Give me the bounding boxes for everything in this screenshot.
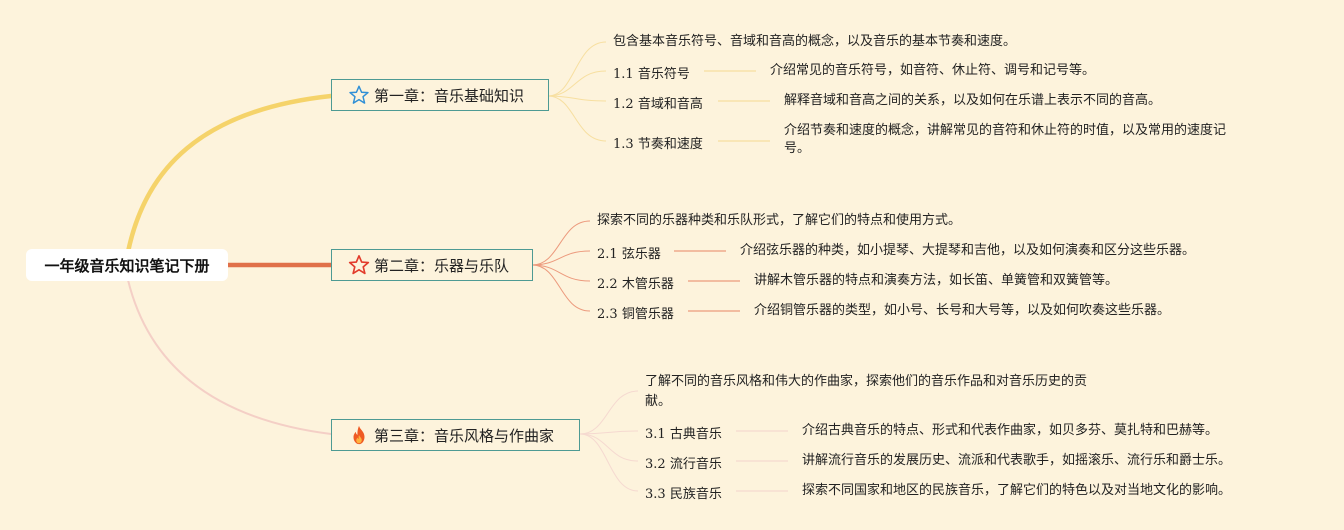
star-outline-icon bbox=[348, 254, 370, 276]
section-title: 节奏和速度 bbox=[637, 137, 703, 152]
desc-line: 介绍节奏和速度的概念，讲解常见的音符和休止符的时值，以及常用的速度记 bbox=[784, 123, 1227, 138]
section-3-2[interactable]: 3.2 流行音乐 bbox=[645, 453, 722, 472]
star-outline-icon bbox=[348, 84, 370, 106]
section-2-2[interactable]: 2.2 木管乐器 bbox=[597, 273, 674, 292]
section-2-1-desc: 介绍弦乐器的种类，如小提琴、大提琴和吉他，以及如何演奏和区分这些乐器。 bbox=[740, 243, 1196, 258]
link-ch1-summary bbox=[547, 41, 607, 97]
section-title: 古典音乐 bbox=[669, 427, 722, 442]
link-ch3-sec-1 bbox=[579, 430, 639, 435]
link-ch1-sec-2 bbox=[547, 95, 607, 102]
link-ch1-sec-1 bbox=[547, 70, 607, 97]
summary-line: 了解不同的音乐风格和伟大的作曲家，探索他们的音乐作品和对音乐历史的贡 bbox=[645, 374, 1088, 389]
section-1-1-desc: 介绍常见的音乐符号，如音符、休止符、调号和记号等。 bbox=[770, 63, 1096, 78]
section-1-3-desc: 介绍节奏和速度的概念，讲解常见的音符和休止符的时值，以及常用的速度记 号。 bbox=[784, 122, 1226, 158]
section-3-3[interactable]: 3.3 民族音乐 bbox=[645, 483, 722, 502]
section-number: 1.3 bbox=[613, 137, 634, 152]
section-2-3-desc: 介绍铜管乐器的类型，如小号、长号和大号等，以及如何吹奏这些乐器。 bbox=[754, 303, 1171, 318]
link-ch3-sec-2 bbox=[579, 433, 639, 462]
summary-line: 献。 bbox=[645, 394, 672, 409]
section-number: 2.3 bbox=[597, 307, 618, 322]
section-3-3-desc: 探索不同国家和地区的民族音乐，了解它们的特色以及对当地文化的影响。 bbox=[802, 483, 1232, 498]
chapter-2-title: 第二章：乐器与乐队 bbox=[374, 256, 510, 275]
section-title: 弦乐器 bbox=[621, 247, 661, 262]
section-title: 民族音乐 bbox=[669, 487, 722, 502]
chapter-2-node[interactable]: 第二章：乐器与乐队 bbox=[331, 249, 533, 281]
section-title: 木管乐器 bbox=[621, 277, 674, 292]
section-number: 3.2 bbox=[645, 457, 666, 472]
section-number: 1.1 bbox=[613, 67, 634, 82]
section-number: 2.1 bbox=[597, 247, 618, 262]
section-title: 音乐符号 bbox=[637, 67, 690, 82]
section-3-2-desc: 讲解流行音乐的发展历史、流派和代表歌手，如摇滚乐、流行乐和爵士乐。 bbox=[802, 453, 1232, 468]
link-ch3-sec-3 bbox=[579, 433, 639, 492]
chapter-2-summary: 探索不同的乐器种类和乐队形式，了解它们的特点和使用方式。 bbox=[597, 213, 962, 228]
link-ch2-summary bbox=[531, 220, 591, 266]
link-ch2-sec-1 bbox=[531, 250, 591, 266]
section-1-2-desc: 解释音域和音高之间的关系，以及如何在乐谱上表示不同的音高。 bbox=[784, 93, 1162, 108]
link-ch2-sec-2 bbox=[531, 264, 591, 282]
section-2-1[interactable]: 2.1 弦乐器 bbox=[597, 243, 661, 262]
link-ch1-sec-3 bbox=[547, 95, 607, 142]
link-ch3-summary bbox=[579, 390, 639, 435]
root-node[interactable]: 一年级音乐知识笔记下册 bbox=[26, 249, 228, 281]
section-title: 铜管乐器 bbox=[621, 307, 674, 322]
chapter-3-summary: 了解不同的音乐风格和伟大的作曲家，探索他们的音乐作品和对音乐历史的贡 献。 bbox=[645, 372, 1087, 412]
section-number: 2.2 bbox=[597, 277, 618, 292]
chapter-1-summary: 包含基本音乐符号、音域和音高的概念，以及音乐的基本节奏和速度。 bbox=[613, 34, 1017, 49]
section-number: 3.1 bbox=[645, 427, 666, 442]
section-1-1[interactable]: 1.1 音乐符号 bbox=[613, 63, 690, 82]
section-number: 3.3 bbox=[645, 487, 666, 502]
section-title: 流行音乐 bbox=[669, 457, 722, 472]
chapter-3-title: 第三章：音乐风格与作曲家 bbox=[374, 426, 555, 445]
link-ch2-sec-3 bbox=[531, 264, 591, 312]
branch-link-chapter-1 bbox=[125, 93, 334, 255]
section-3-1[interactable]: 3.1 古典音乐 bbox=[645, 423, 722, 442]
section-2-2-desc: 讲解木管乐器的特点和演奏方法，如长笛、单簧管和双簧管等。 bbox=[754, 273, 1119, 288]
chapter-3-node[interactable]: 第三章：音乐风格与作曲家 bbox=[331, 419, 580, 451]
section-1-3[interactable]: 1.3 节奏和速度 bbox=[613, 133, 703, 152]
section-2-3[interactable]: 2.3 铜管乐器 bbox=[597, 303, 674, 322]
section-number: 1.2 bbox=[613, 97, 634, 112]
section-3-1-desc: 介绍古典音乐的特点、形式和代表作曲家，如贝多芬、莫扎特和巴赫等。 bbox=[802, 423, 1219, 438]
branch-link-chapter-3 bbox=[127, 279, 332, 435]
fire-icon bbox=[348, 424, 370, 446]
section-1-2[interactable]: 1.2 音域和音高 bbox=[613, 93, 703, 112]
chapter-1-node[interactable]: 第一章：音乐基础知识 bbox=[331, 79, 549, 111]
section-title: 音域和音高 bbox=[637, 97, 703, 112]
chapter-1-title: 第一章：音乐基础知识 bbox=[374, 86, 525, 105]
root-label: 一年级音乐知识笔记下册 bbox=[44, 256, 210, 275]
desc-line: 号。 bbox=[784, 141, 811, 156]
